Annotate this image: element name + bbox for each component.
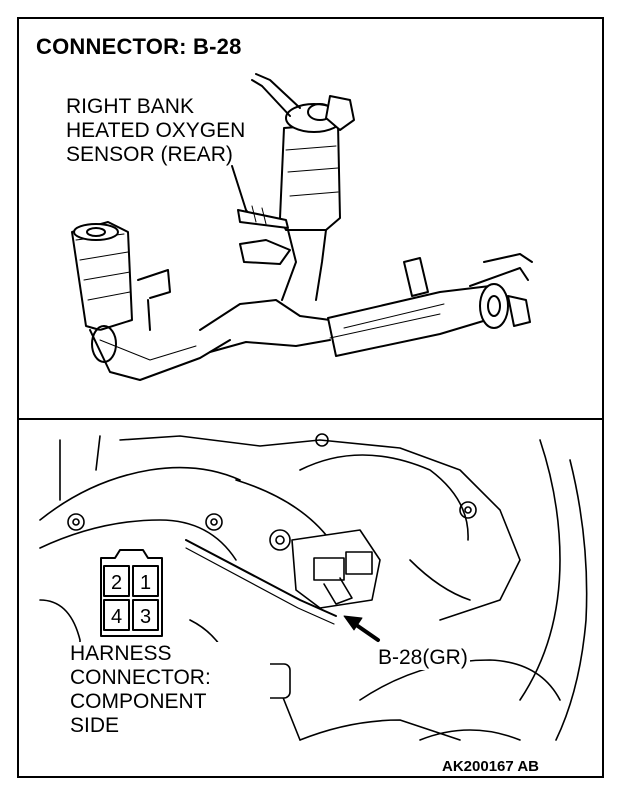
sensor-label: RIGHT BANK HEATED OXYGEN SENSOR (REAR) (66, 95, 296, 167)
pin-3-cell (132, 599, 159, 631)
figure-code: AK200167 AB (440, 758, 541, 775)
sensor-label-line1: RIGHT BANK (66, 95, 194, 118)
harness-label-line3: COMPONENT (70, 690, 207, 713)
pin-3-label: 3 (140, 606, 151, 628)
harness-connector-label: HARNESS CONNECTOR: COMPONENT SIDE (70, 642, 270, 738)
sensor-label-line3: SENSOR (REAR) (66, 143, 233, 166)
pin-2-label: 2 (111, 572, 122, 594)
harness-label-line1: HARNESS (70, 642, 172, 665)
sensor-label-line2: HEATED OXYGEN (66, 119, 246, 142)
pin-1-label: 1 (140, 572, 151, 594)
connector-title: CONNECTOR: B-28 (36, 34, 242, 59)
exhaust-assembly (71, 73, 533, 381)
pin-2-cell (103, 565, 130, 597)
arrowhead-icon (343, 615, 363, 631)
pin-4-cell (103, 599, 130, 631)
harness-label-line2: CONNECTOR: (70, 666, 211, 689)
connector-callout-label: B-28(GR) (376, 646, 470, 670)
pin-1-cell (132, 565, 159, 597)
panel-divider (17, 418, 604, 420)
connector-face (100, 549, 163, 637)
pin-4-label: 4 (111, 606, 122, 628)
harness-label-line4: SIDE (70, 714, 120, 737)
